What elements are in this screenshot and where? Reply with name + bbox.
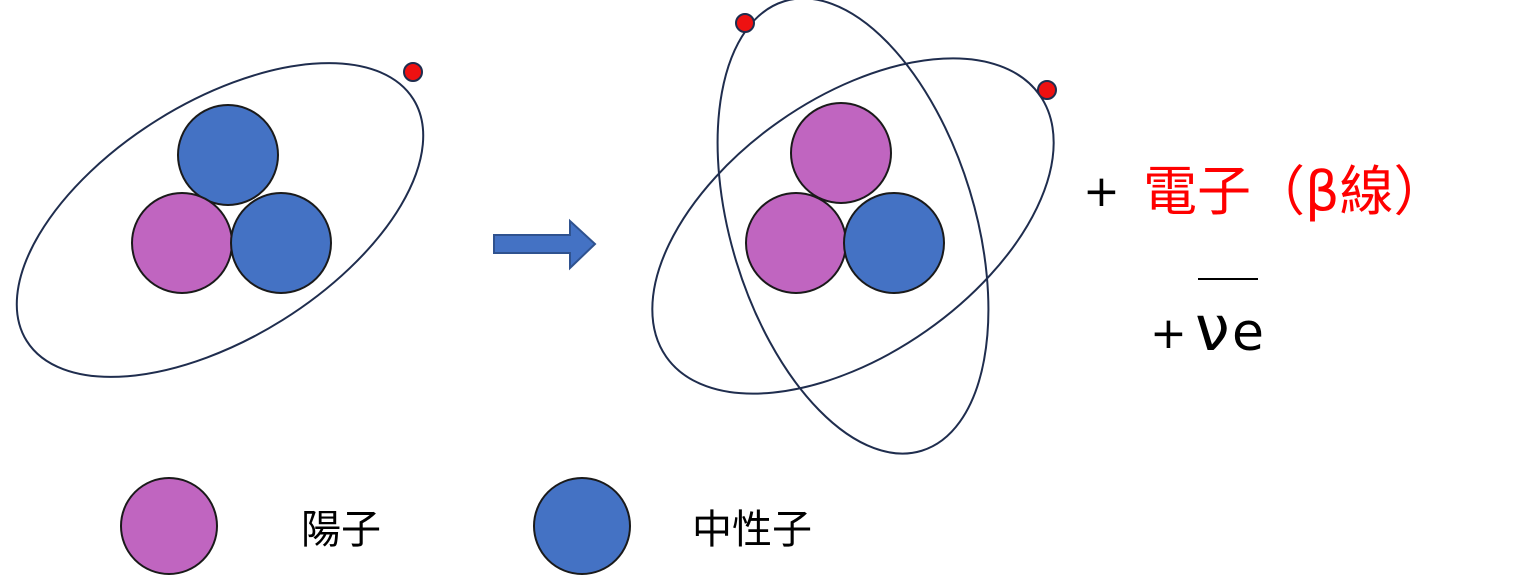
- legend-neutron-swatch: [533, 477, 631, 575]
- plus-sign: +: [1083, 166, 1120, 217]
- atom-after: [651, 0, 1057, 455]
- legend: 陽子 中性子: [120, 477, 812, 575]
- legend-neutron-label: 中性子: [692, 507, 812, 553]
- decay-products: + 電子（β線） + ν e: [1083, 160, 1447, 365]
- orbit: [716, 0, 990, 455]
- electron-beta-label: 電子（β線）: [1143, 160, 1447, 223]
- electron: [403, 62, 423, 82]
- antineutrino-subscript: e: [1232, 303, 1264, 363]
- electron: [735, 13, 755, 33]
- antineutrino-symbol: ν: [1195, 292, 1230, 365]
- plus-sign: +: [1150, 308, 1187, 359]
- decay-arrow: [493, 218, 597, 271]
- orbit: [15, 62, 425, 378]
- legend-proton-label: 陽子: [301, 507, 381, 553]
- electron: [1037, 80, 1057, 100]
- neutron: [177, 104, 279, 206]
- proton: [790, 102, 892, 204]
- neutron: [230, 192, 332, 294]
- neutron: [843, 192, 945, 294]
- proton: [745, 192, 847, 294]
- proton: [131, 192, 233, 294]
- legend-proton-swatch: [120, 477, 218, 575]
- atom-before: [15, 62, 425, 378]
